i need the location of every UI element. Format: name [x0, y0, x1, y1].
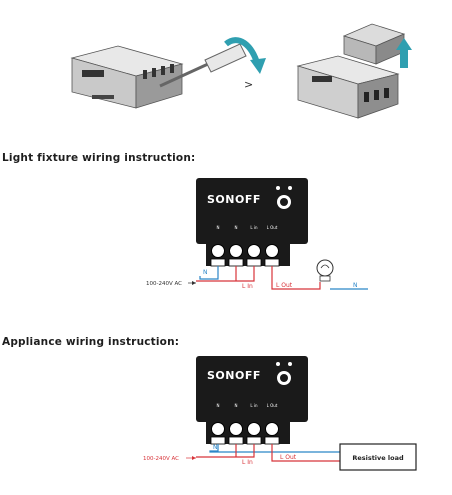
live-in-wire	[196, 266, 255, 282]
device-body	[196, 178, 308, 244]
brand-logo: SONOFF	[207, 193, 261, 206]
terminal-label: N	[235, 225, 238, 230]
step-arrow: >	[244, 78, 253, 91]
device-body	[196, 356, 308, 422]
led-icon	[288, 362, 292, 366]
terminal-label: L in	[250, 403, 258, 408]
terminal-block	[206, 422, 290, 445]
wire-label-l-out: L Out	[280, 454, 297, 461]
device-open-illustration	[296, 23, 406, 119]
lift-arrow-icon	[396, 38, 412, 68]
light-bulb-icon	[316, 259, 334, 282]
wire-label-l-in: L In	[242, 459, 253, 466]
light-fixture-heading: Light fixture wiring instruction:	[2, 152, 196, 164]
live-in-wire	[196, 444, 255, 458]
appliance-wiring-diagram: SONOFF N N L in L Out N L In L Out 100-2…	[143, 356, 417, 471]
source-label: 100-240V AC	[143, 456, 179, 462]
led-icon	[276, 362, 280, 366]
live-out-wire	[271, 444, 340, 462]
wire-label-n: N	[213, 444, 218, 451]
resistive-load-label: Resistive load	[352, 454, 404, 462]
terminal-label: N	[235, 403, 238, 408]
terminal-label: L in	[250, 225, 258, 230]
led-icon	[276, 186, 280, 190]
terminal-block	[206, 244, 290, 267]
led-icon	[288, 186, 292, 190]
wire-label-l-in: L In	[242, 283, 253, 290]
live-out-wire	[271, 266, 321, 290]
light-wiring-diagram: SONOFF N N L in L Out N L In L Out 100-2…	[146, 178, 368, 290]
terminal-label: N	[217, 225, 220, 230]
appliance-heading: Appliance wiring instruction:	[2, 336, 180, 348]
brand-logo: SONOFF	[207, 369, 261, 382]
source-label: 100-240V AC	[146, 281, 182, 287]
neutral-wire	[199, 266, 219, 280]
terminal-label: N	[217, 403, 220, 408]
neutral-wire	[209, 444, 340, 453]
screwdriver-icon	[159, 43, 247, 88]
wire-label-l-out: L Out	[276, 282, 293, 289]
step-illustration: >	[70, 23, 412, 119]
wire-label-n-out: N	[353, 282, 358, 289]
terminal-label: L Out	[267, 225, 278, 230]
resistive-load-box	[339, 443, 417, 471]
wire-label-n: N	[203, 269, 208, 276]
terminal-label: L Out	[267, 403, 278, 408]
device-closed-illustration	[70, 45, 184, 109]
